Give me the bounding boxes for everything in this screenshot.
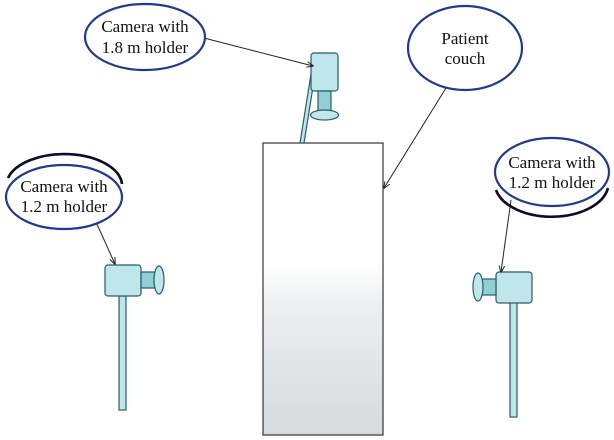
- callout-couch-line2: couch: [445, 49, 486, 68]
- top-camera-body: [310, 52, 339, 92]
- left-camera-holder: [118, 295, 127, 411]
- top-camera-neck: [317, 90, 332, 112]
- right-camera-assembly: [472, 271, 533, 418]
- top-camera-lens: [309, 109, 340, 121]
- couch-leader: [384, 87, 447, 188]
- callout-left-camera-line1: Camera with: [20, 177, 108, 196]
- callout-top-camera: Camera with 1.8 m holder: [83, 2, 207, 72]
- callout-patient-couch: Patient couch: [406, 4, 524, 92]
- callout-right-camera-line2: 1.2 m holder: [509, 173, 596, 192]
- left-camera-assembly: [104, 264, 165, 411]
- callout-right-camera: Camera with 1.2 m holder: [493, 136, 611, 219]
- callout-left-camera: Camera with 1.2 m holder: [4, 152, 124, 231]
- callout-right-camera-line1: Camera with: [508, 153, 596, 172]
- left-camera-lens: [153, 265, 165, 295]
- callout-top-camera-line1: Camera with: [101, 17, 189, 36]
- right-camera-holder: [509, 301, 518, 418]
- callout-left-camera-line2: 1.2 m holder: [21, 197, 108, 216]
- right-camera-body: [495, 271, 533, 304]
- patient-couch: [262, 142, 384, 436]
- right-camera-lens: [472, 272, 484, 302]
- callout-top-camera-line2: 1.8 m holder: [102, 38, 189, 57]
- callout-couch-line1: Patient: [441, 29, 488, 48]
- left-camera-body: [104, 264, 142, 297]
- top-camera-leader: [199, 36, 313, 66]
- right-camera-leader: [501, 199, 512, 272]
- top-camera-assembly: [299, 52, 340, 144]
- left-camera-leader: [95, 221, 115, 264]
